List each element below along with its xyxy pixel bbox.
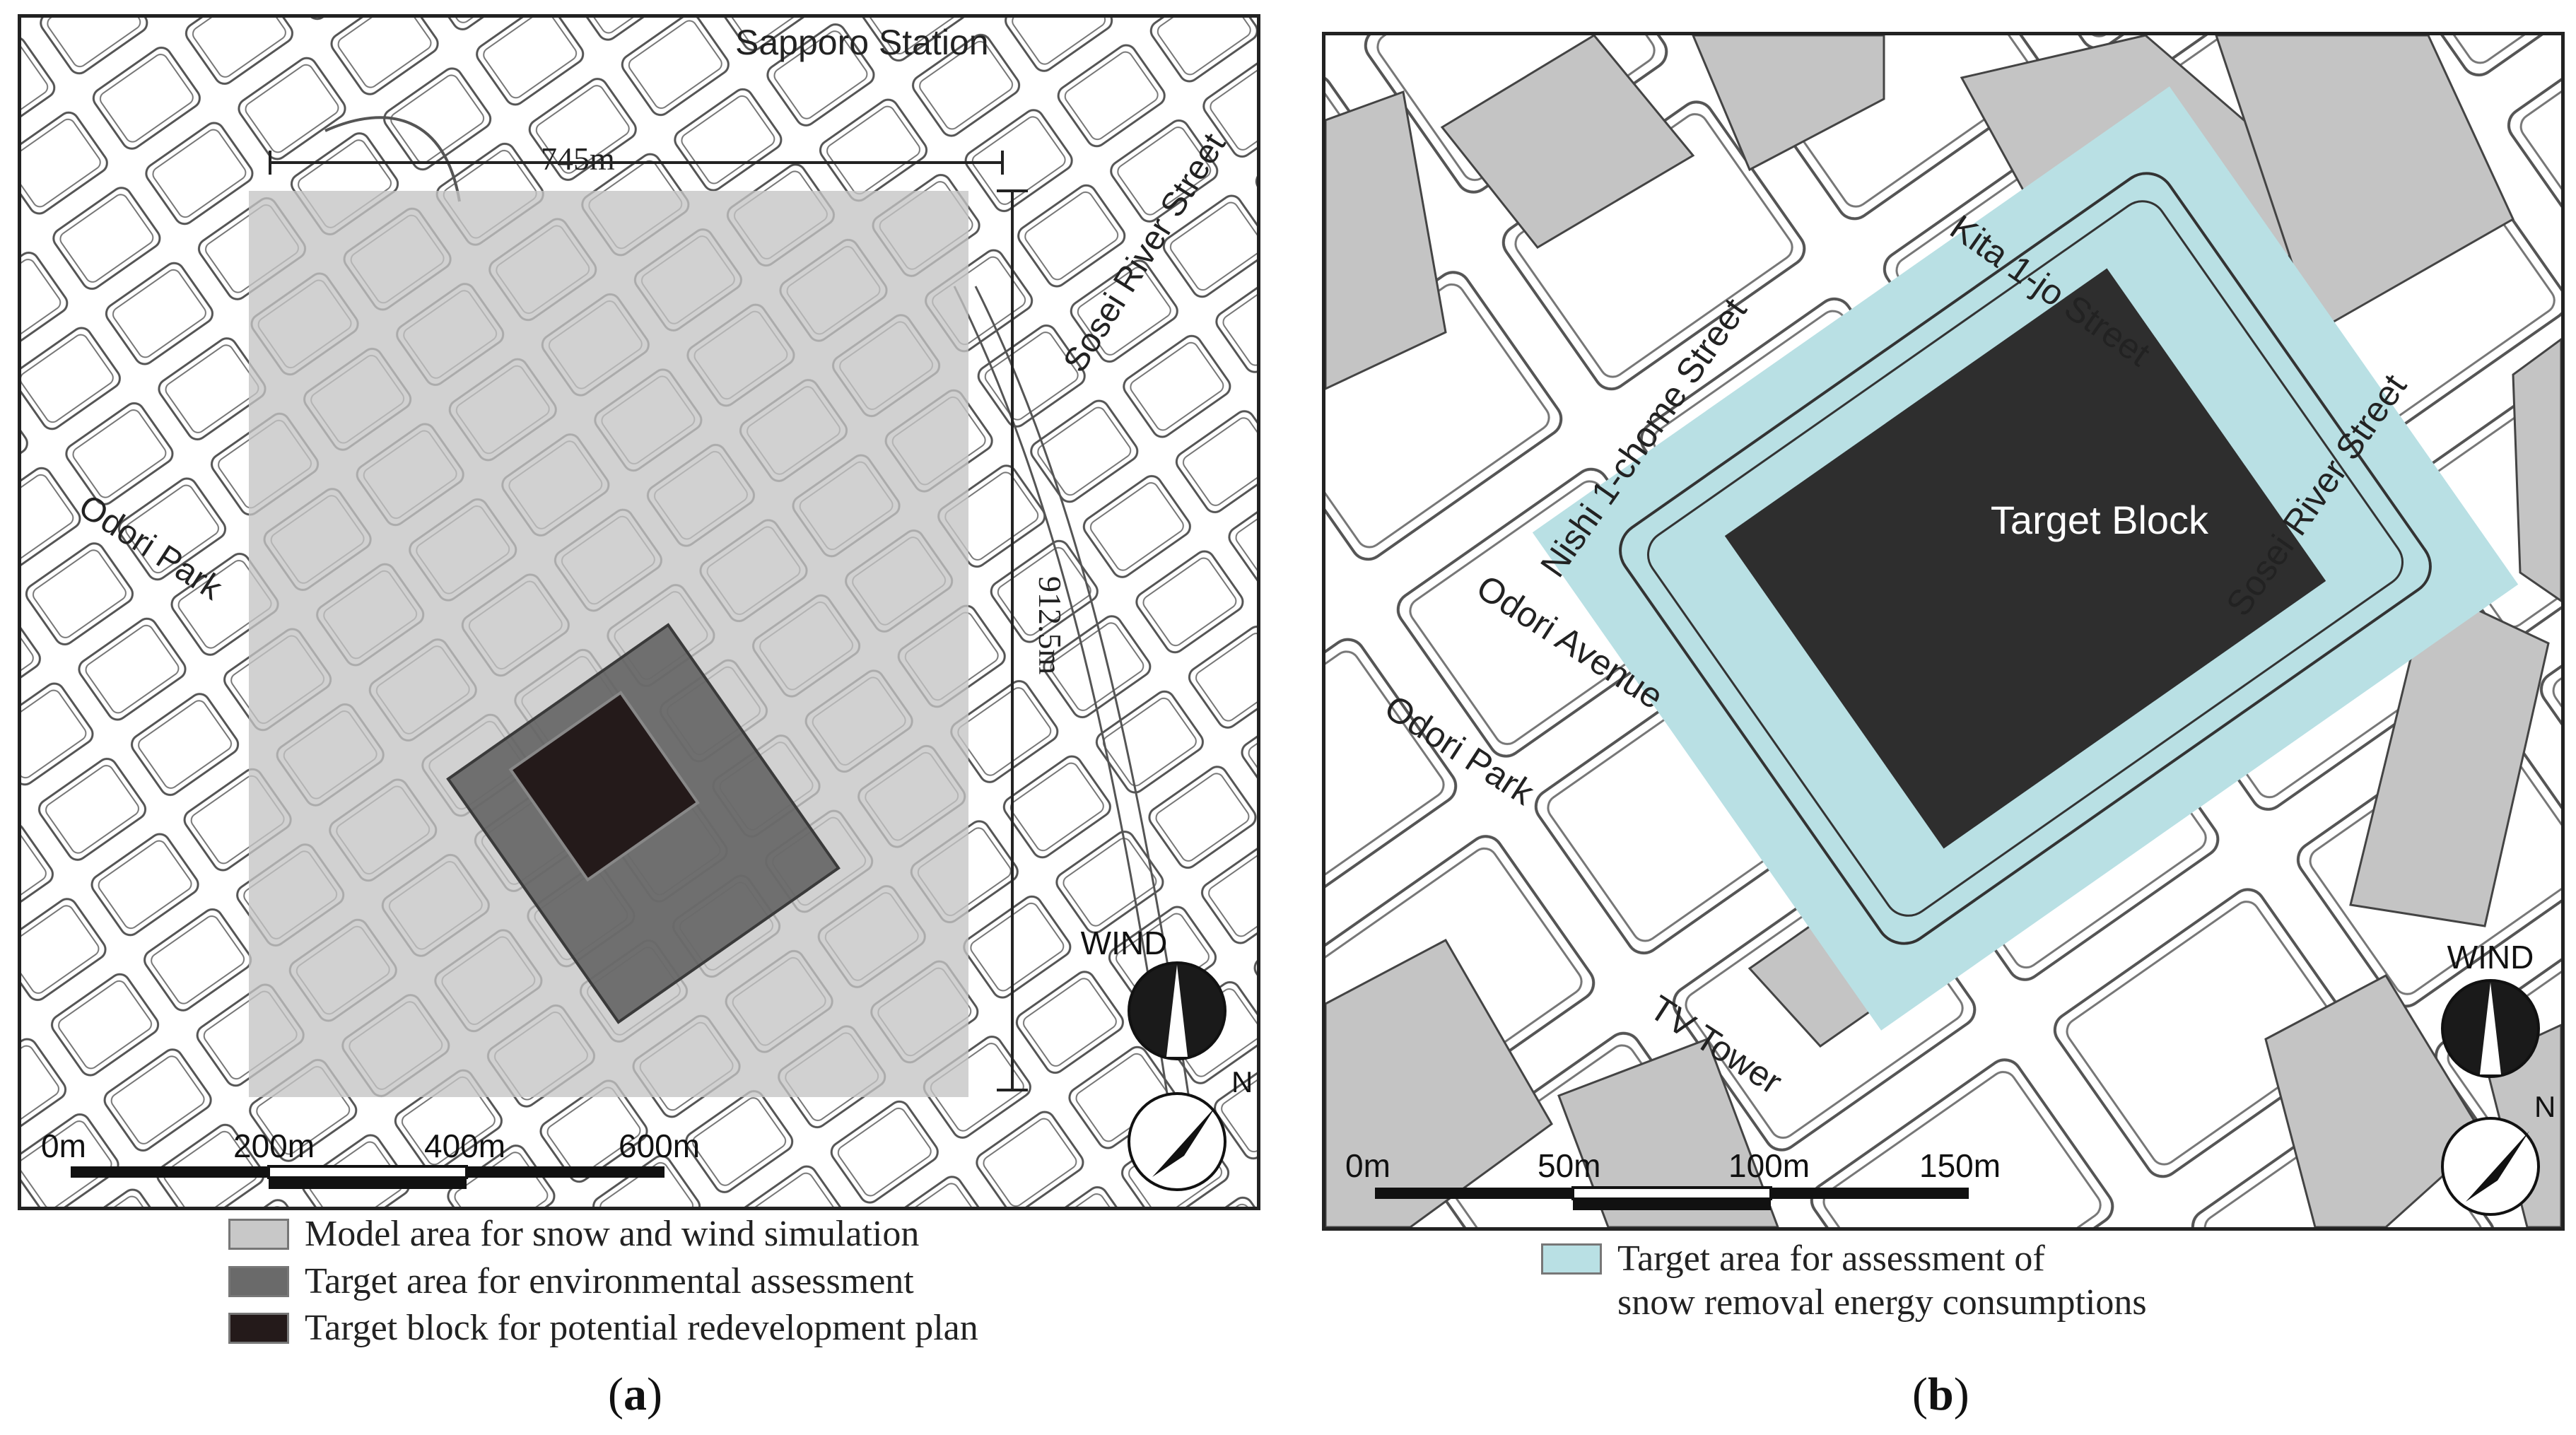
- legend-swatch: [228, 1219, 289, 1250]
- legend-label: Model area for snow and wind simulation: [305, 1214, 920, 1254]
- width-label: 745m: [541, 141, 615, 177]
- target-block-b: [1724, 268, 2326, 849]
- map-panel-a: 745m 912.5m Sapporo Station Sosei River …: [18, 14, 1260, 1210]
- buildings: [1325, 35, 2561, 1227]
- station-label: Sapporo Station: [735, 23, 989, 62]
- legend-swatch: [228, 1266, 289, 1297]
- legend-item-target-block: Target block for potential redevelopment…: [228, 1310, 978, 1347]
- svg-text:600m: 600m: [619, 1128, 700, 1164]
- legend-item-model-area: Model area for snow and wind simulation: [228, 1216, 919, 1253]
- map-b-canvas: Target Block Kita 1-jo Street Nishi 1-ch…: [1325, 35, 2561, 1227]
- svg-text:50m: 50m: [1538, 1147, 1600, 1184]
- legend-label: Target area for environmental assessment: [305, 1261, 914, 1301]
- svg-text:WIND: WIND: [1081, 925, 1168, 961]
- svg-text:WIND: WIND: [2447, 939, 2534, 976]
- legend-swatch: [228, 1313, 289, 1344]
- station-loop-road: [324, 116, 461, 202]
- scale-bar-b: 0m 50m 100m 150m: [1345, 1147, 2001, 1210]
- north-arrow-icon: [1128, 1092, 1226, 1191]
- height-label: 912.5m: [1032, 576, 1068, 675]
- svg-text:0m: 0m: [1345, 1147, 1391, 1184]
- map-panel-b: Target Block Kita 1-jo Street Nishi 1-ch…: [1322, 32, 2565, 1231]
- caption-a: (a): [608, 1369, 662, 1420]
- scale-bar-a: 0m 200m 400m 600m: [41, 1128, 700, 1189]
- legend-label-line1: Target area for assessment of: [1617, 1238, 2045, 1279]
- legend-swatch: [1541, 1243, 1602, 1275]
- svg-text:0m: 0m: [41, 1128, 86, 1164]
- svg-text:N: N: [2534, 1090, 2555, 1123]
- target-block-label: Target Block: [1991, 498, 2209, 542]
- legend-label: Target block for potential redevelopment…: [305, 1308, 978, 1348]
- north-arrow-icon: [2441, 1117, 2540, 1216]
- wind-compass-a: WIND N: [1081, 925, 1253, 1191]
- svg-text:N: N: [1231, 1065, 1253, 1099]
- svg-text:400m: 400m: [424, 1128, 505, 1164]
- svg-text:100m: 100m: [1728, 1147, 1810, 1184]
- legend-label-line2: snow removal energy consumptions: [1617, 1282, 2147, 1323]
- legend-item-target-area: Target area for environmental assessment: [228, 1263, 914, 1300]
- target-area: [446, 623, 841, 1024]
- map-a-canvas: 745m 912.5m Sapporo Station Sosei River …: [21, 18, 1257, 1207]
- legend-item-assessment-area: Target area for assessment of snow remov…: [1541, 1241, 2147, 1321]
- svg-text:150m: 150m: [1919, 1147, 2001, 1184]
- wind-compass-b: WIND N: [2441, 939, 2555, 1216]
- caption-b: (b): [1912, 1369, 1969, 1420]
- assessment-area: [1532, 86, 2519, 1031]
- svg-text:200m: 200m: [233, 1128, 315, 1164]
- target-block: [508, 691, 700, 882]
